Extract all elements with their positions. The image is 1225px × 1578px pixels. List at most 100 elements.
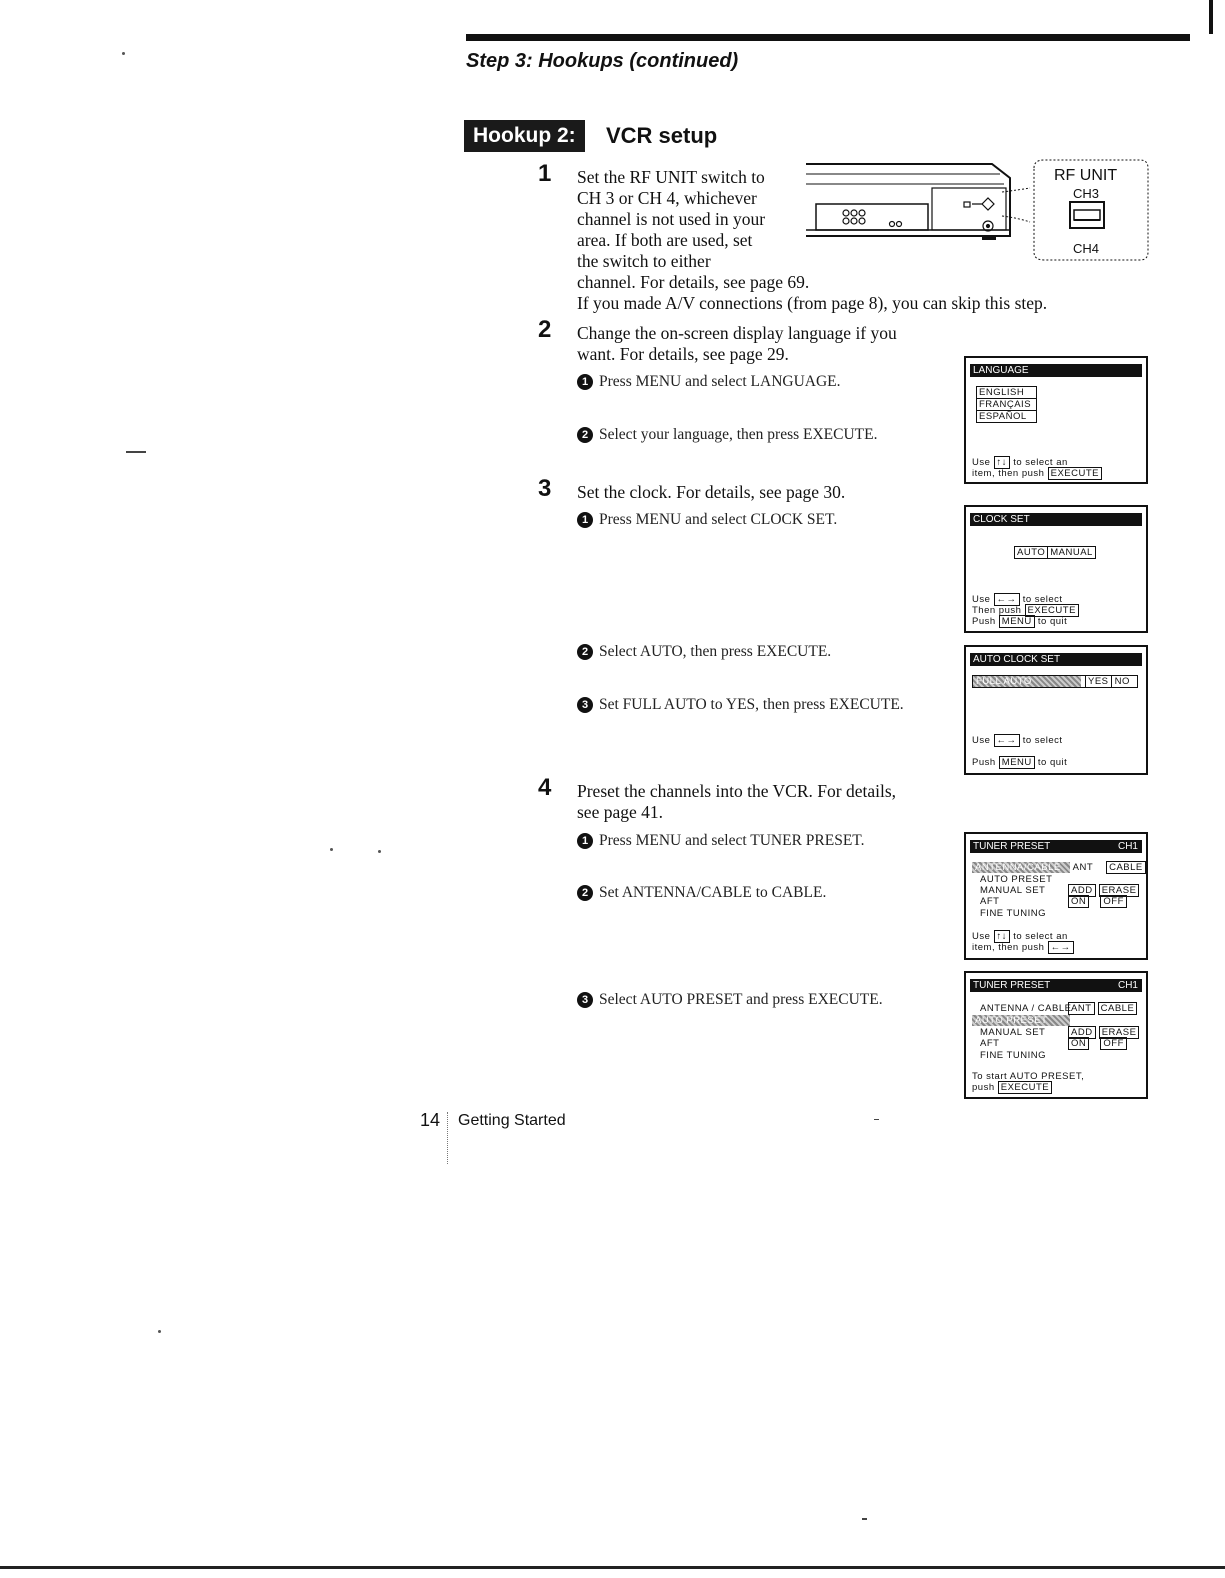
substep-text: Select your language, then press EXECUTE… (599, 426, 878, 443)
osd-help-line: Use ←→ to select (972, 734, 1063, 747)
substep-text: Set ANTENNA/CABLE to CABLE. (599, 884, 827, 901)
osd-help-line: Push MENU to quit (972, 615, 1067, 628)
manual-set-label: MANUAL SET (980, 1027, 1046, 1038)
on-option: ON (1068, 895, 1090, 908)
osd-help-line: push EXECUTE (972, 1081, 1053, 1094)
osd-help-line: Use ↑↓ to select an (972, 456, 1068, 469)
step-line: channel is not used in your (577, 209, 766, 229)
step-number: 1 (538, 160, 552, 187)
osd-title: CLOCK SET (970, 513, 1142, 526)
edge-mark (1209, 0, 1213, 34)
osd-title-text: TUNER PRESET (973, 980, 1051, 991)
step-line: want. For details, see page 29. (577, 344, 789, 364)
vcr-rear-illustration (806, 159, 1149, 261)
substep: 2 Set ANTENNA/CABLE to CABLE. (577, 883, 826, 903)
step-2-text: Change the on-screen display language if… (577, 323, 957, 365)
language-screen: LANGUAGE ENGLISH FRANÇAIS ESPAÑOL Use ↑↓… (964, 356, 1148, 484)
osd-help-text: Use (972, 735, 991, 746)
osd-help-line: Use ←→ to select (972, 593, 1063, 606)
step-line: see page 41. (577, 802, 664, 822)
hookup-badge: Hookup 2: (464, 120, 585, 152)
substep-text: Select AUTO PRESET and press EXECUTE. (599, 991, 883, 1008)
scan-speck (330, 848, 333, 851)
tuner-row: ANTENNA/CABLE ANT CABLE (972, 861, 1146, 874)
execute-key-label: EXECUTE (1047, 467, 1102, 480)
osd-help-text: Push (972, 757, 996, 768)
tuner-row: AUTO PRESET (972, 1015, 1070, 1026)
footer-section-label: Getting Started (458, 1112, 566, 1129)
left-right-arrows-icon: ←→ (993, 734, 1020, 747)
osd-help-text: Use (972, 594, 991, 605)
osd-help-text: to select an (1013, 931, 1068, 942)
auto-option: AUTO (1014, 546, 1049, 559)
rf-unit-label: RF UNIT (1054, 167, 1118, 184)
full-auto-label: FULL AUTO (973, 676, 1081, 687)
substep: 2 Select your language, then press EXECUT… (577, 425, 878, 445)
step-number: 3 (538, 475, 552, 502)
osd-help-text: AUTO PRESET, (1009, 1071, 1085, 1082)
language-option: FRANÇAIS (976, 399, 1037, 411)
step-1-text: Set the RF UNIT switch to CH 3 or CH 4, … (577, 167, 1197, 314)
substep-bullet: 1 (577, 833, 593, 849)
off-option: OFF (1100, 1037, 1127, 1050)
osd-help-text: to select an (1013, 457, 1068, 468)
step-4-text: Preset the channels into the VCR. For de… (577, 781, 957, 823)
osd-help-text: to quit (1037, 757, 1068, 768)
substep-bullet: 2 (577, 427, 593, 443)
ant-option: ANT (1072, 862, 1093, 873)
substep-text: Press MENU and select LANGUAGE. (599, 373, 841, 390)
osd-help-text: Push (972, 616, 996, 627)
osd-help-line: item, then push EXECUTE (972, 467, 1102, 480)
osd-help-line: Push MENU to quit (972, 756, 1068, 769)
cable-option: CABLE (1106, 861, 1146, 874)
scan-speck (122, 52, 125, 55)
step-line: Set the clock. For details, see page 30. (577, 482, 846, 502)
step-line: Preset the channels into the VCR. For de… (577, 781, 897, 801)
add-option: ADD (1068, 884, 1096, 897)
menu-key-label: MENU (998, 615, 1035, 628)
substep-bullet: 2 (577, 644, 593, 660)
aft-label: AFT (980, 1038, 1000, 1049)
osd-title: AUTO CLOCK SET (970, 653, 1142, 666)
language-option: ESPAÑOL (976, 411, 1037, 423)
scan-mark (126, 451, 146, 453)
rf-ch4-label: CH4 (1073, 241, 1100, 256)
tuner-row: AUTO PRESET (980, 874, 1053, 885)
substep-bullet: 2 (577, 885, 593, 901)
osd-help-text: Use (972, 457, 991, 468)
running-head: Step 3: Hookups (continued) (466, 50, 739, 72)
scan-speck (378, 850, 381, 853)
language-option-list: ENGLISH FRANÇAIS ESPAÑOL (976, 386, 1037, 423)
substep-text: Press MENU and select CLOCK SET. (599, 511, 838, 528)
tuner-row: FINE TUNING (980, 908, 1047, 919)
osd-help-text: push (972, 1082, 995, 1093)
execute-key-label: EXECUTE (997, 1081, 1053, 1094)
osd-help-line: item, then push ←→ (972, 941, 1074, 954)
footer-divider (447, 1112, 449, 1164)
erase-option: ERASE (1098, 1026, 1140, 1039)
osd-title: LANGUAGE (970, 364, 1142, 377)
step-3-text: Set the clock. For details, see page 30. (577, 482, 845, 503)
tuner-row: FINE TUNING (980, 1050, 1047, 1061)
osd-help-text: item, then push (972, 468, 1045, 479)
substep-text: Set FULL AUTO to YES, then press EXECUTE… (599, 696, 904, 713)
manual-set-label: MANUAL SET (980, 885, 1046, 896)
left-right-arrows-icon: ←→ (993, 593, 1020, 606)
step-number: 2 (538, 316, 552, 343)
manual-option: MANUAL (1048, 546, 1096, 559)
